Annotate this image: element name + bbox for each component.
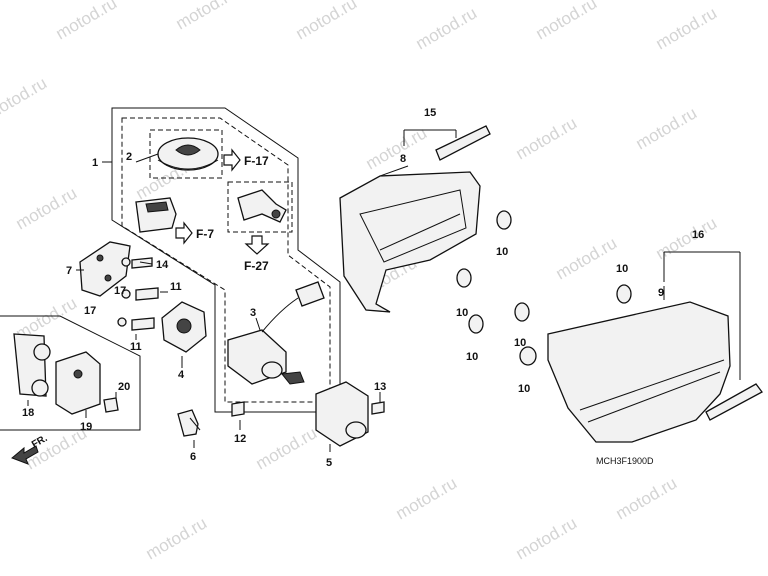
watermark: motod.ru	[513, 513, 581, 563]
small-bolt-part	[231, 401, 385, 417]
ref-arrow-f17: F-17	[223, 148, 269, 172]
watermark: motod.ru	[533, 0, 601, 43]
side-cover-left-part	[339, 171, 481, 313]
callout-18: 18	[22, 407, 34, 419]
watermark: motod.ru	[143, 513, 211, 563]
callout-19: 19	[80, 421, 92, 433]
watermark: motod.ru	[0, 73, 50, 123]
callout-6: 6	[190, 451, 196, 463]
ref-arrow-f27: F-27	[244, 235, 270, 273]
watermark: motod.ru	[413, 3, 481, 53]
watermark: motod.ru	[253, 423, 321, 473]
callout-10: 10	[616, 263, 628, 275]
hinge-part	[13, 333, 51, 397]
callout-16: 16	[692, 229, 704, 241]
callout-11: 11	[130, 341, 142, 353]
callout-12: 12	[234, 433, 246, 445]
callout-2: 2	[126, 151, 132, 163]
callout-10: 10	[466, 351, 478, 363]
watermark: motod.ru	[553, 233, 621, 283]
callout-15: 15	[424, 107, 436, 119]
callout-13: 13	[374, 381, 386, 393]
assembly-outline-1	[102, 107, 341, 413]
watermark: motod.ru	[613, 473, 681, 523]
watermark: motod.ru	[13, 183, 81, 233]
ref-label-f7: F-7	[196, 227, 214, 241]
watermark: motod.ru	[633, 103, 701, 153]
callout-9: 9	[658, 287, 664, 299]
callout-10: 10	[514, 337, 526, 349]
fuel-cap-part	[157, 137, 219, 171]
hinge-assembly-outline	[0, 315, 141, 431]
ignition-switch-part	[227, 281, 325, 385]
callout-11: 11	[170, 281, 182, 293]
clip-part	[237, 189, 287, 223]
watermark: motod.ru	[363, 123, 431, 173]
callout-17: 17	[84, 305, 96, 317]
bracket-part	[79, 241, 131, 297]
callout-bracket-16	[663, 251, 741, 380]
grommet-part	[456, 210, 632, 366]
watermark: motod.ru	[513, 113, 581, 163]
callout-17: 17	[114, 285, 126, 297]
lock-cylinder-part	[161, 301, 207, 353]
ref-label-f17: F-17	[244, 154, 269, 168]
switch-cover-part	[315, 381, 369, 447]
callout-7: 7	[66, 265, 72, 277]
callout-14: 14	[156, 259, 169, 271]
watermark: motod.ru	[53, 0, 121, 43]
watermark: motod.ru	[293, 0, 361, 43]
watermark: motod.ru	[653, 213, 721, 263]
callout-4: 4	[178, 369, 185, 381]
callout-5: 5	[326, 457, 332, 469]
watermark: motod.ru	[393, 473, 461, 523]
callout-8: 8	[400, 153, 406, 165]
callout-10: 10	[496, 246, 508, 258]
callout-3: 3	[250, 307, 256, 319]
screw-part	[103, 397, 119, 413]
ref-label-f27: F-27	[244, 259, 269, 273]
emblem-left-part	[435, 125, 491, 161]
emblem-right-part	[705, 383, 763, 421]
leader-lines	[27, 153, 665, 452]
watermark: motod.ru	[653, 3, 721, 53]
callout-10: 10	[456, 307, 468, 319]
hinge-plate-part	[55, 351, 101, 415]
diagram-code: MCH3F1900D	[596, 456, 654, 466]
key-part	[177, 409, 201, 437]
bolt-part	[117, 257, 159, 331]
side-cover-right-part	[547, 301, 731, 443]
callout-10: 10	[518, 383, 530, 395]
callout-20: 20	[118, 381, 130, 393]
callout-bracket-15	[403, 129, 457, 146]
ref-arrow-f7: F-7	[175, 221, 214, 245]
seat-lock-part	[135, 197, 177, 233]
callout-labels: 1 2 3 4 5 6 7 8 9 10 10 10 10 10 10 10 1…	[22, 107, 704, 469]
callout-1: 1	[92, 157, 98, 169]
watermark: motod.ru	[173, 0, 241, 33]
